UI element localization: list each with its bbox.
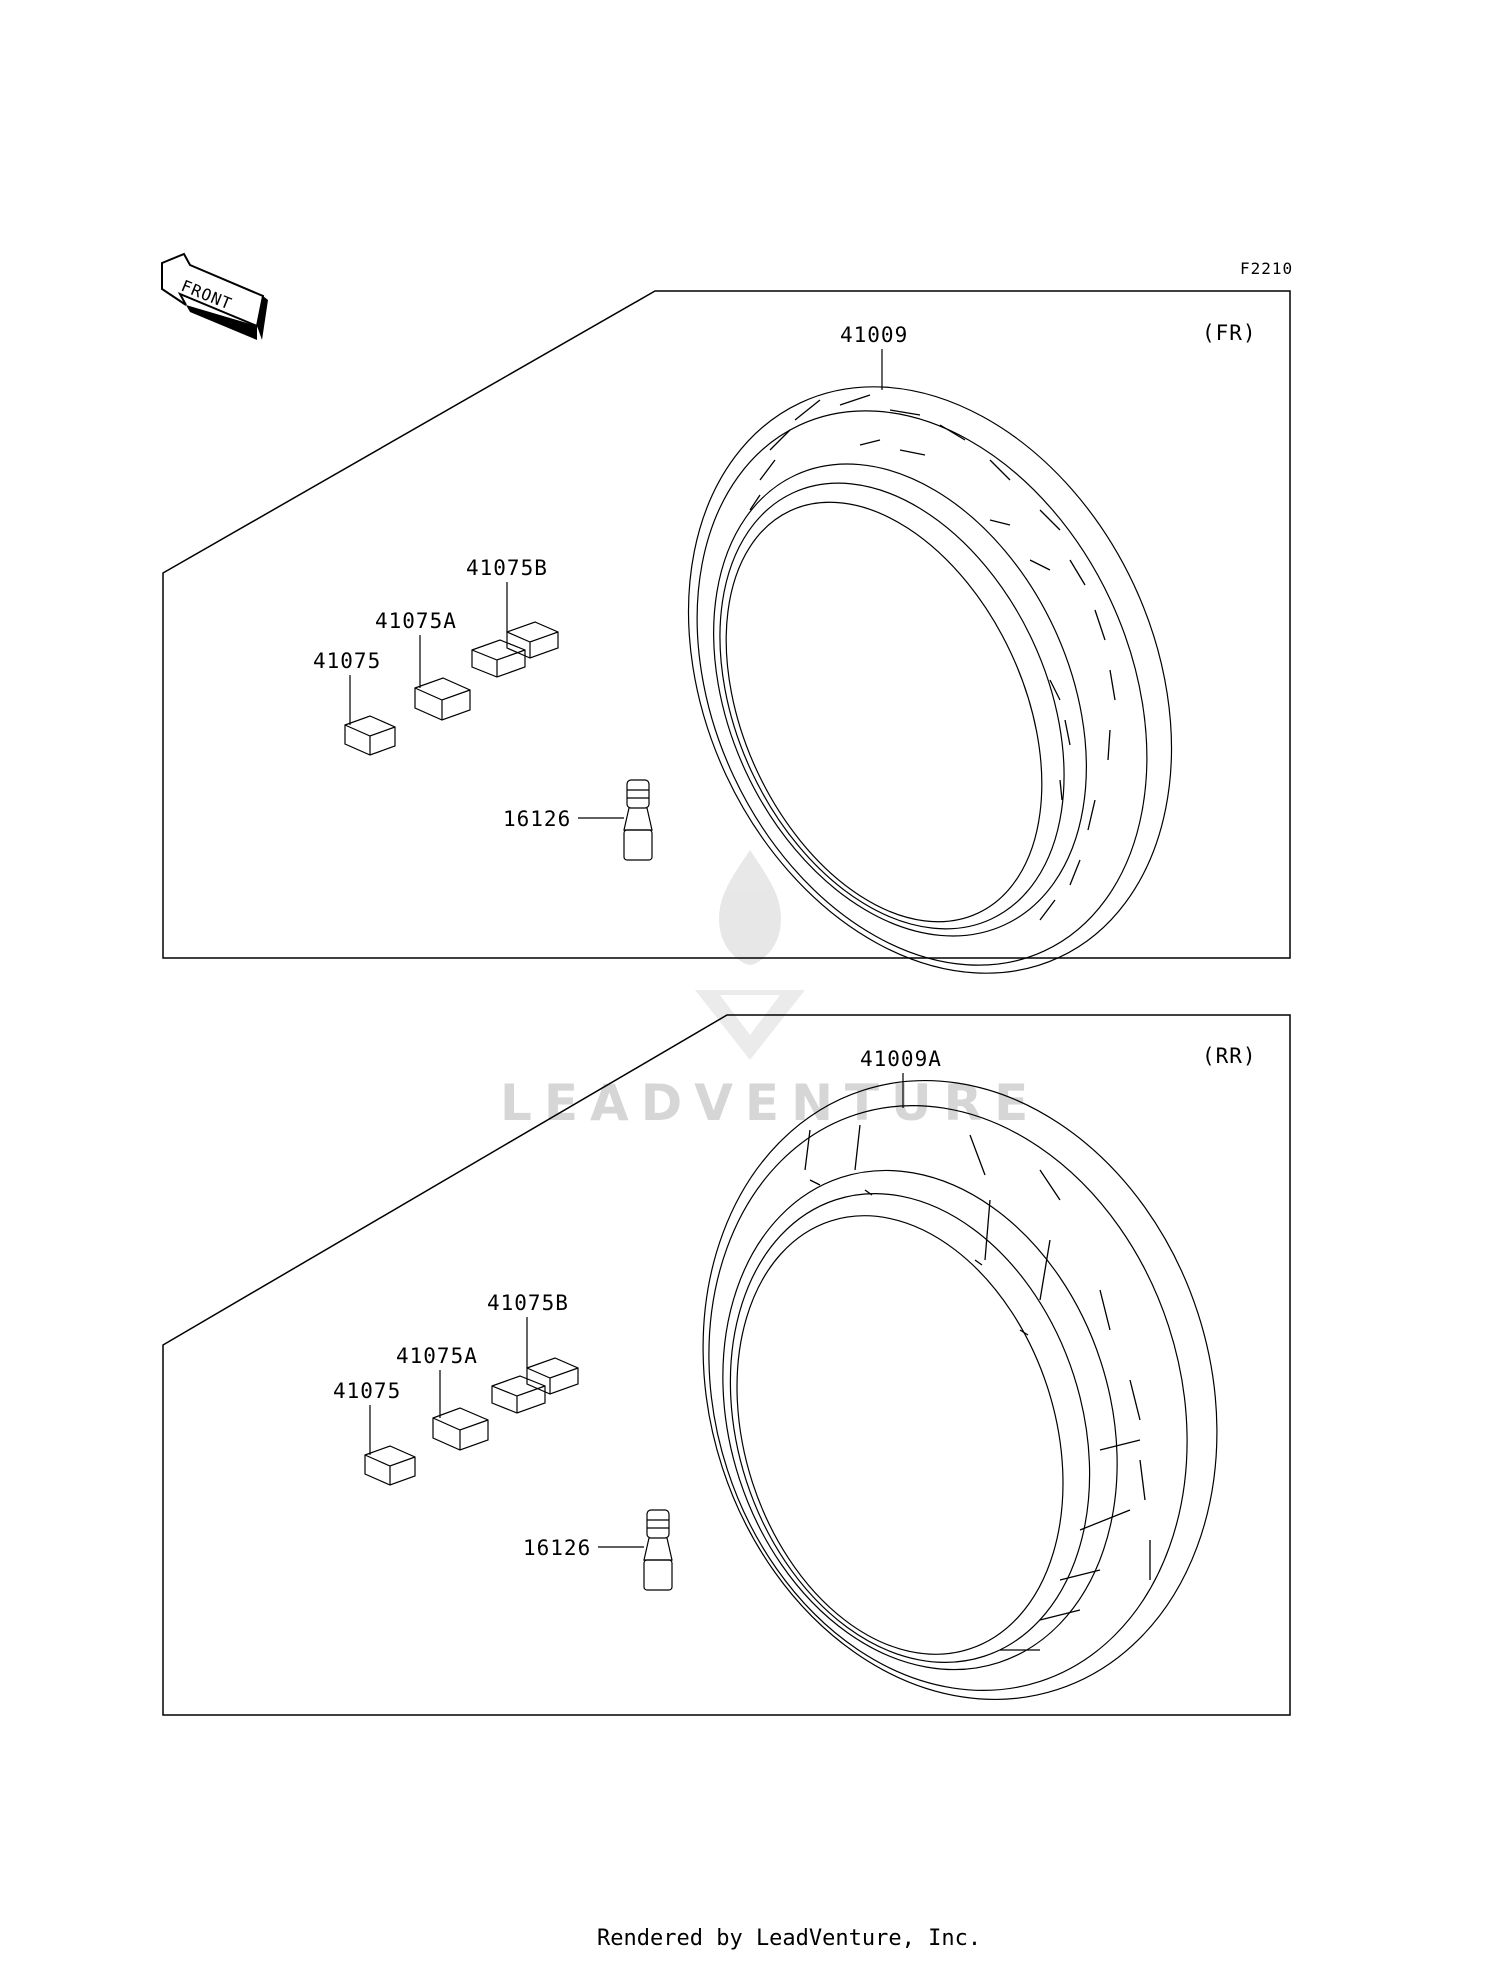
front-weight-part-number: 41075: [313, 649, 381, 673]
front-valve-part-number: 16126: [503, 807, 571, 831]
front-position-label: (FR): [1202, 321, 1257, 345]
rear-weight-a: [432, 1407, 489, 1451]
rear-weight-b: [491, 1357, 579, 1414]
front-arrow-icon: FRONT: [161, 252, 268, 340]
front-panel-frame: [162, 290, 1291, 959]
footer-credit: Rendered by LeadVenture, Inc.: [597, 1926, 981, 1951]
front-tire: [687, 386, 1173, 974]
front-weight-a-part-number: 41075A: [375, 609, 457, 633]
rear-tread: [804, 1124, 1151, 1651]
rear-tire: [702, 1080, 1218, 1700]
watermark-text: LEADVENTURE: [500, 1074, 1040, 1132]
front-tire-part-number: 41009: [840, 323, 908, 347]
rear-tire-part-number: 41009A: [860, 1047, 942, 1071]
front-weight-a: [414, 677, 471, 721]
rear-valve-part-number: 16126: [523, 1536, 591, 1560]
front-valve-stem-icon: [623, 779, 653, 861]
rear-panel-frame: [162, 1014, 1291, 1716]
rear-weight: [364, 1445, 416, 1486]
front-weight-b: [471, 621, 559, 678]
front-tread: [749, 394, 1116, 921]
rear-weight-b-part-number: 41075B: [487, 1291, 569, 1315]
front-weight-b-part-number: 41075B: [466, 556, 548, 580]
rear-panel: (RR) 41009A 41075B: [162, 1014, 1291, 1716]
rear-weight-part-number: 41075: [333, 1379, 401, 1403]
rear-position-label: (RR): [1202, 1044, 1257, 1068]
front-weight: [344, 715, 396, 756]
watermark-logo-icon: [695, 850, 805, 1060]
watermark: LEADVENTURE: [500, 850, 1040, 1132]
diagram-code: F2210: [1240, 259, 1293, 278]
rear-valve-stem-icon: [643, 1509, 673, 1591]
rear-weight-a-part-number: 41075A: [396, 1344, 478, 1368]
front-panel: (FR) 41009 41075B: [162, 290, 1291, 974]
